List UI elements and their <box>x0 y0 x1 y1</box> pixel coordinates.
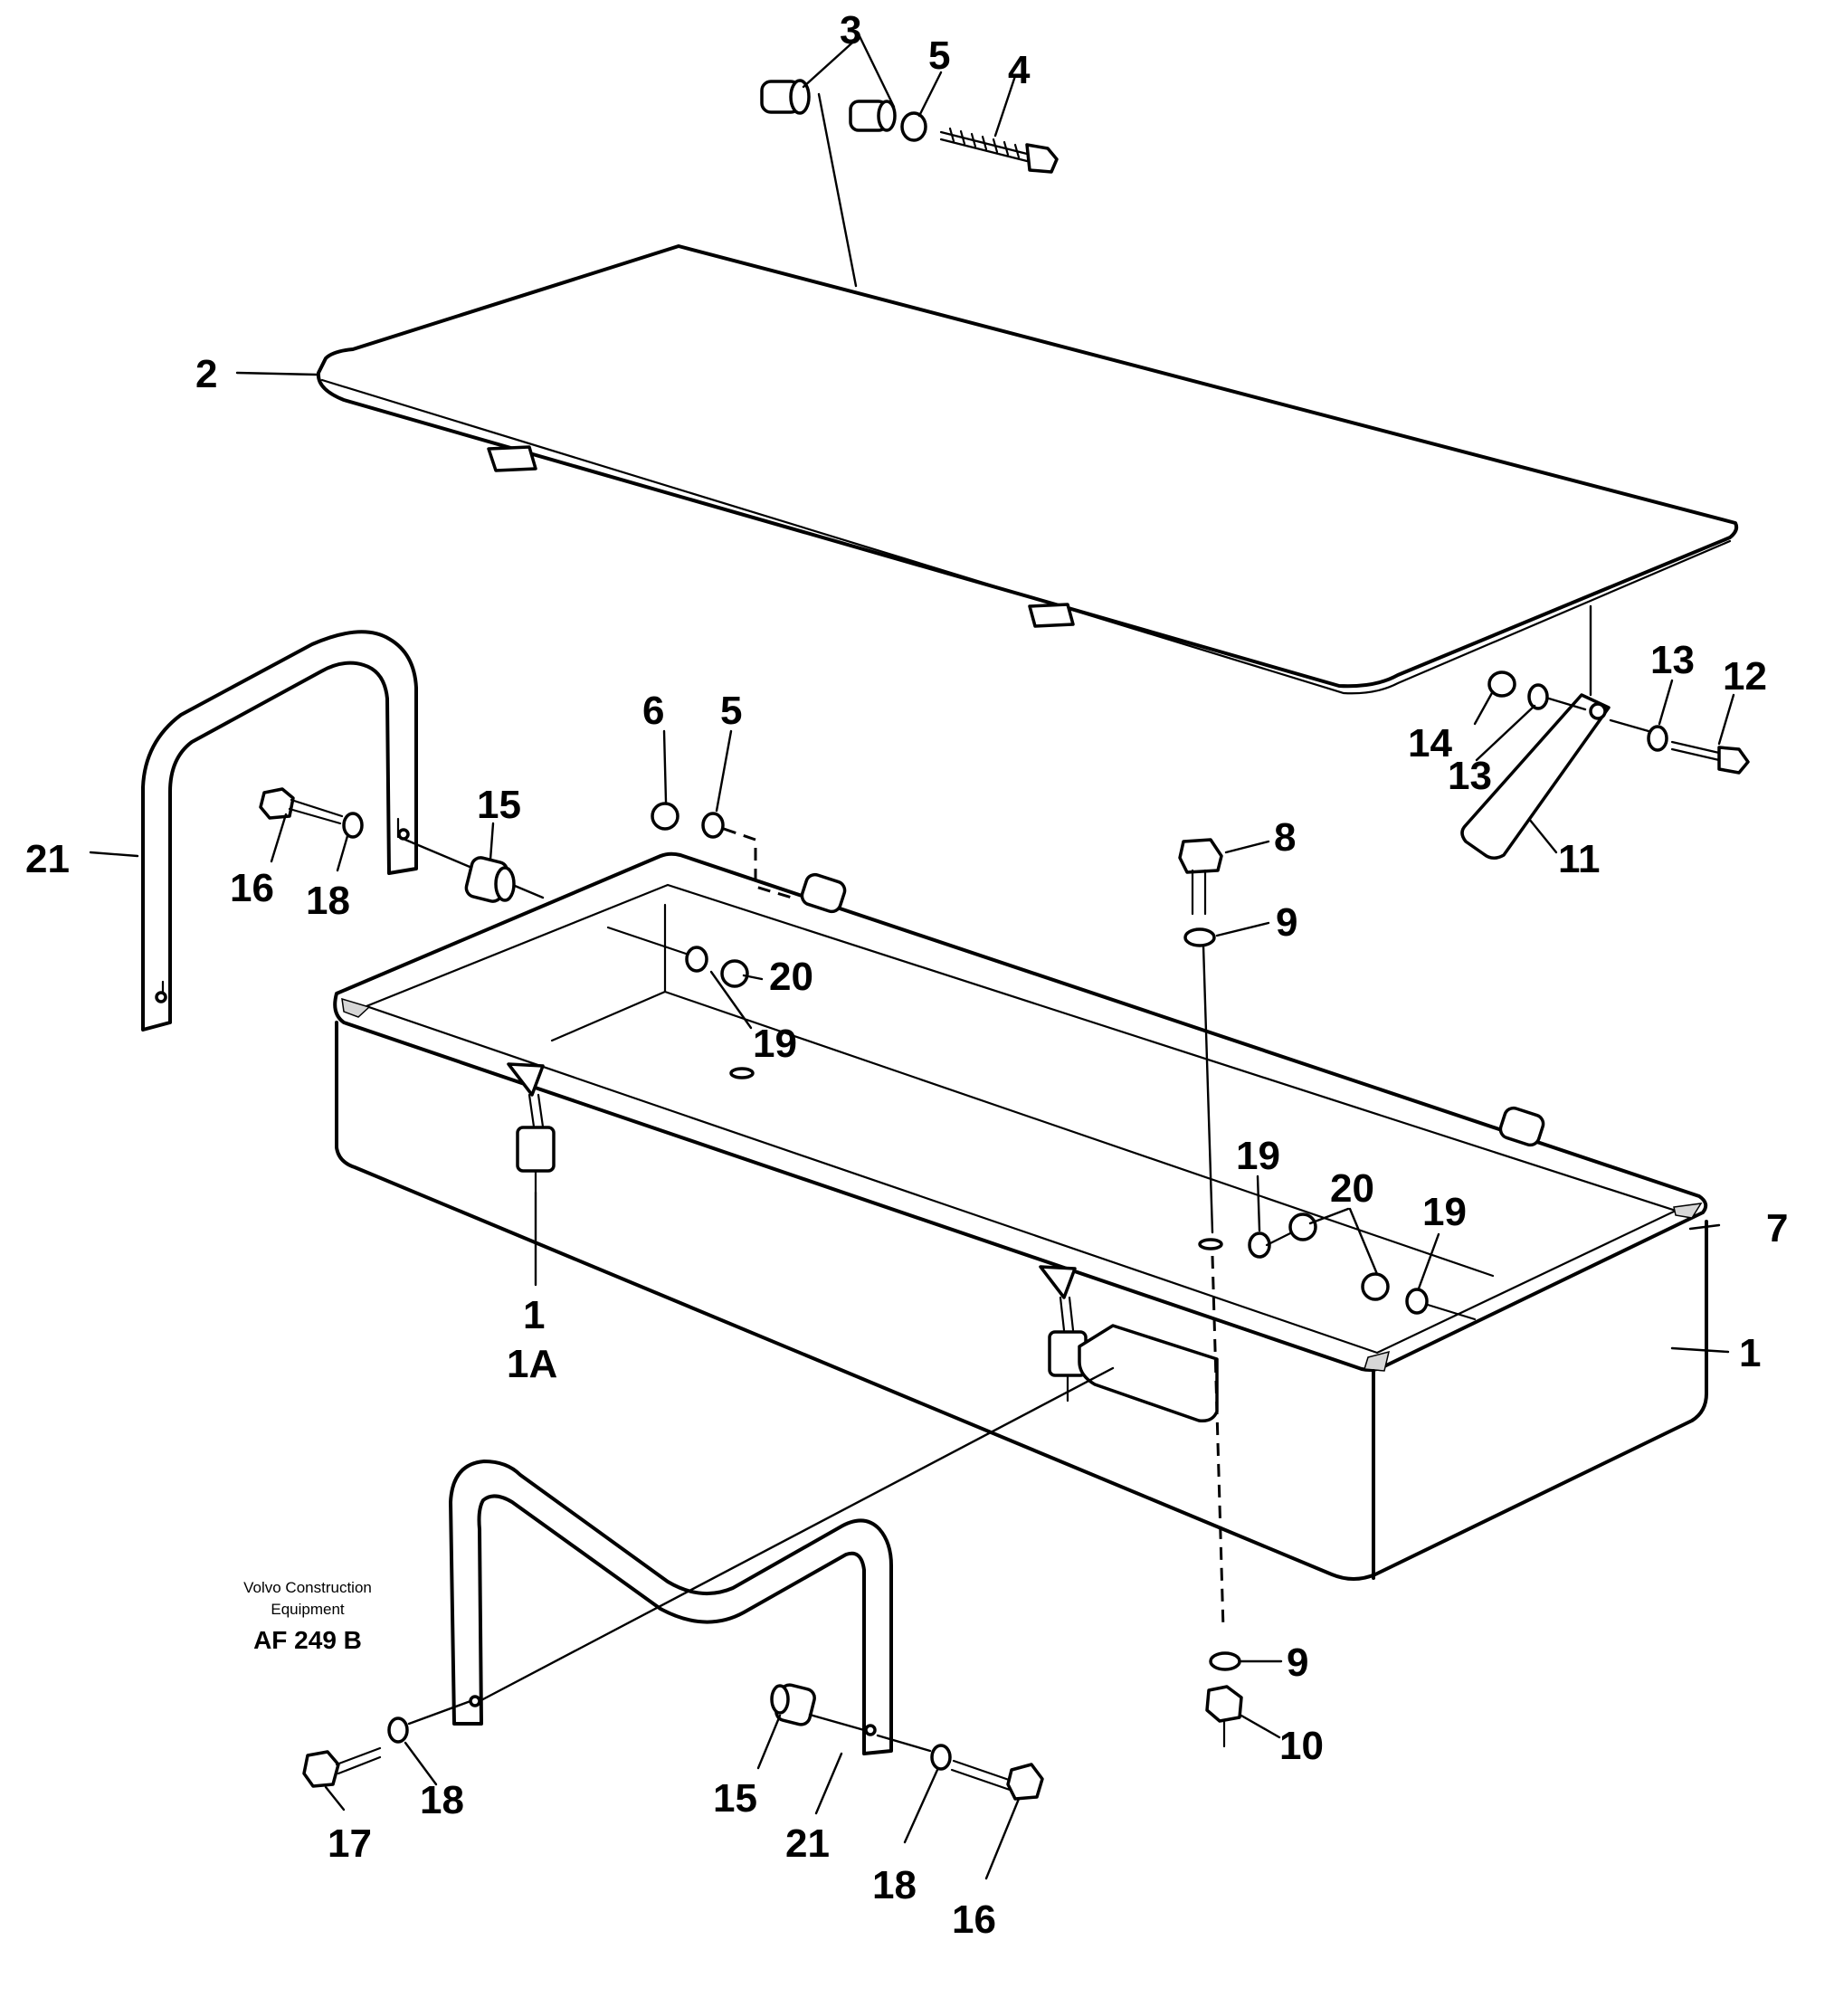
callout-18: 18 <box>872 1863 917 1907</box>
tool-box <box>333 851 1708 1581</box>
callout-3: 3 <box>840 8 861 52</box>
inner-fasteners-left <box>606 926 749 988</box>
callout-9: 9 <box>1276 900 1297 945</box>
callout-21: 21 <box>25 837 70 881</box>
callout-15: 15 <box>713 1776 757 1821</box>
callout-16: 16 <box>952 1897 996 1942</box>
callout-9: 9 <box>1287 1640 1308 1685</box>
callout-1: 1 <box>1739 1331 1761 1375</box>
inner-fasteners-right <box>1248 1212 1477 1321</box>
mid-fasteners <box>651 802 793 899</box>
callout-labels: 3 5 4 2 6 5 15 21 16 18 20 19 8 9 14 13 … <box>25 8 1788 1942</box>
callout-11: 11 <box>1558 837 1601 881</box>
callout-14: 14 <box>1408 721 1452 766</box>
callout-21: 21 <box>785 1821 830 1866</box>
brand-line-2: Equipment <box>271 1601 345 1618</box>
callout-20: 20 <box>769 955 813 999</box>
callout-10: 10 <box>1279 1724 1324 1768</box>
leader-lines <box>89 34 1735 1880</box>
callout-1: 1 <box>523 1293 545 1337</box>
left-fasteners <box>259 787 516 903</box>
callout-1A: 1A <box>507 1342 557 1386</box>
lid <box>316 244 1739 695</box>
hinge-pin-assembly <box>760 79 1059 288</box>
callout-13: 13 <box>1448 754 1492 798</box>
center-bolt-assembly <box>1178 838 1243 1748</box>
callout-6: 6 <box>642 689 664 733</box>
brand-line-1: Volvo Construction <box>243 1579 372 1596</box>
callout-2: 2 <box>195 352 217 396</box>
callout-12: 12 <box>1723 654 1767 699</box>
bottom-fasteners <box>302 1683 1044 1801</box>
callout-19: 19 <box>1236 1134 1280 1178</box>
drawing-code: AF 249 B <box>253 1626 362 1654</box>
callout-13: 13 <box>1650 638 1695 682</box>
handle-left <box>141 630 545 1032</box>
handle-bottom <box>449 1366 1115 1755</box>
callout-19: 19 <box>753 1022 797 1066</box>
callout-5: 5 <box>720 689 742 733</box>
callout-18: 18 <box>420 1778 464 1822</box>
lid-prop-assembly <box>1460 604 1750 860</box>
callout-8: 8 <box>1274 815 1296 860</box>
callout-4: 4 <box>1008 48 1031 92</box>
callout-7: 7 <box>1766 1206 1788 1250</box>
callout-20: 20 <box>1330 1166 1374 1211</box>
callout-18: 18 <box>306 879 350 923</box>
callout-5: 5 <box>928 33 950 78</box>
callout-16: 16 <box>230 866 274 910</box>
drawing-footer: Volvo Construction Equipment AF 249 B <box>243 1579 372 1654</box>
callout-17: 17 <box>328 1821 372 1866</box>
callout-15: 15 <box>477 783 521 827</box>
callout-19: 19 <box>1422 1190 1467 1234</box>
